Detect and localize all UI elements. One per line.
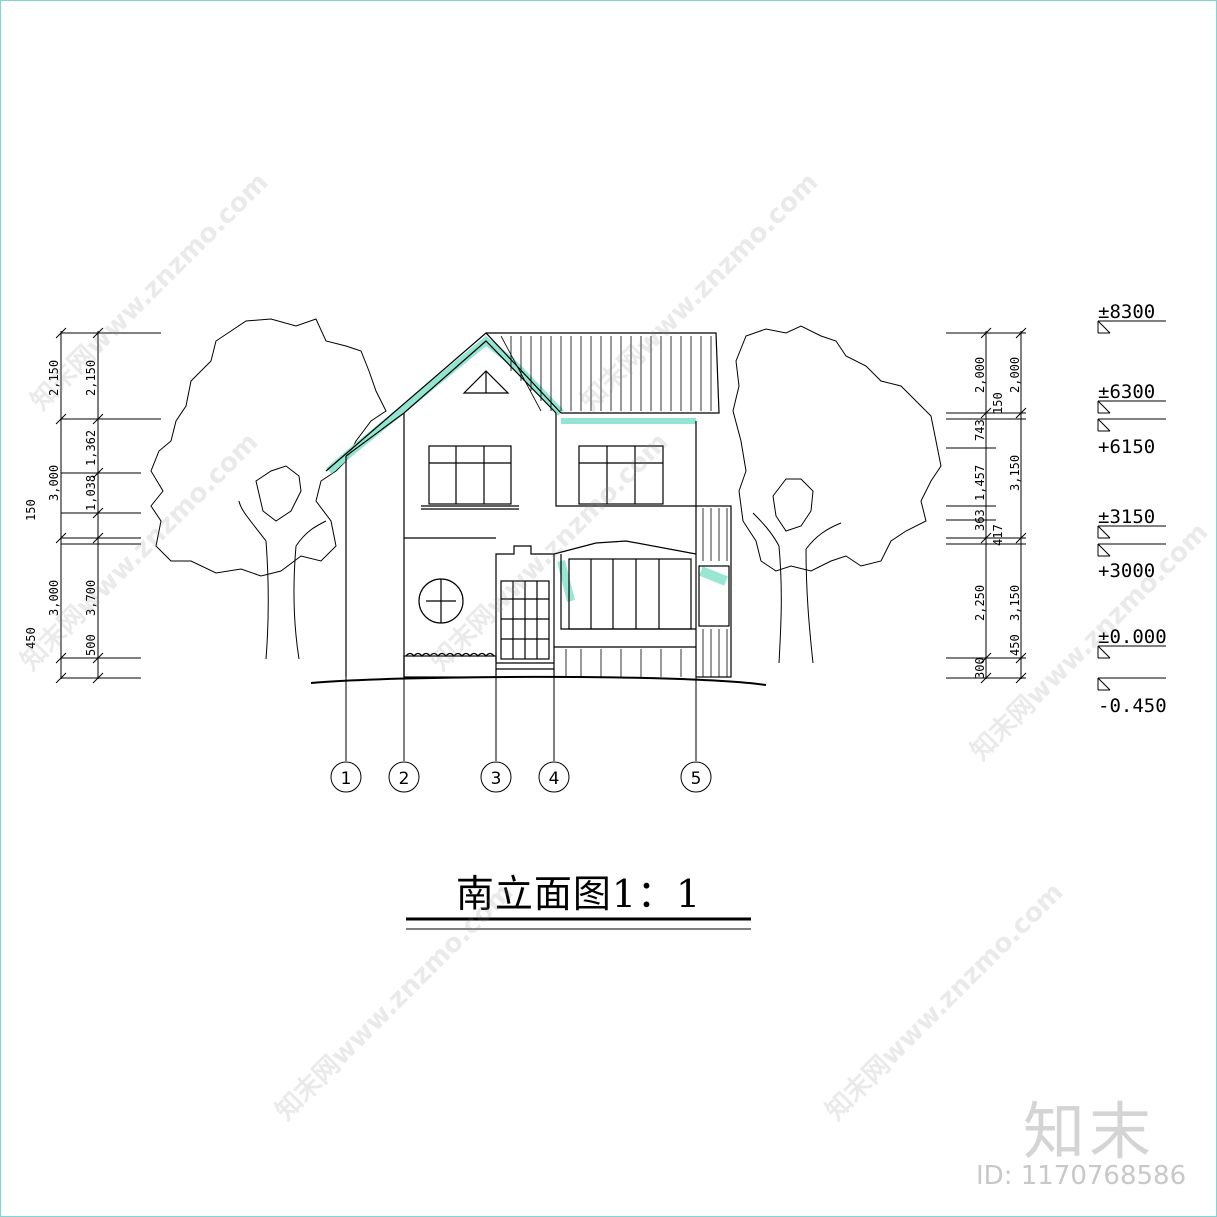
- right-dim-label: 2,000: [973, 357, 987, 393]
- drawing-title: 南立面图1：1: [455, 872, 702, 916]
- right-dim-label: 417: [991, 524, 1005, 546]
- right-dimension-chain: 2,000 2,000 150 743 3,150 1,457 363 417 …: [946, 327, 1027, 684]
- elevation-label: ±0.000: [1098, 626, 1167, 648]
- left-dim-label: 1,038: [84, 475, 98, 511]
- roof-hatching: [500, 335, 712, 412]
- elevation-label: ±6300: [1098, 381, 1155, 403]
- right-dim-label: 363: [973, 509, 987, 531]
- right-dim-label: 300: [973, 657, 987, 679]
- axis-bubble: [480, 761, 512, 793]
- elevation-label: -0.450: [1098, 695, 1167, 717]
- elevation-label: ±8300: [1098, 301, 1155, 323]
- image-id: ID: 1170768586: [976, 1161, 1187, 1191]
- axis-label: 3: [491, 769, 502, 789]
- right-dim-label: 2,000: [1008, 357, 1022, 393]
- axis-label: 5: [691, 769, 702, 789]
- left-dim-label: 2,150: [84, 360, 98, 396]
- axis-bubble: [680, 761, 712, 793]
- right-dim-label: 743: [973, 419, 987, 441]
- right-dim-label: 150: [991, 392, 1005, 414]
- title-underline: [406, 917, 751, 930]
- right-tree: [732, 325, 942, 664]
- left-dim-label: 3,700: [84, 580, 98, 616]
- right-dim-label: 2,250: [973, 585, 987, 621]
- axis-grid: 1 2 3 4 5: [330, 661, 712, 793]
- right-dim-label: 450: [1008, 634, 1022, 656]
- axis-bubble: [330, 761, 362, 793]
- left-dim-label: 3,000: [47, 580, 61, 616]
- house-elevation: [310, 332, 767, 686]
- left-dim-label: 500: [84, 634, 98, 656]
- axis-label: 4: [549, 769, 560, 789]
- axis-bubble: [538, 761, 570, 793]
- elevation-markers: ±8300 ±6300 +6150 ±3150 +3000 ±0.000 -0.…: [1097, 301, 1167, 717]
- base-hatching: [565, 649, 682, 677]
- right-dim-label: 3,150: [1008, 585, 1022, 621]
- right-dim-label: 1,457: [973, 465, 987, 501]
- left-dim-label: 450: [24, 627, 38, 649]
- elevation-label: +3000: [1098, 560, 1155, 582]
- left-dim-label: 3,000: [47, 465, 61, 501]
- left-dim-label: 1,362: [84, 430, 98, 466]
- left-tree: [150, 318, 387, 660]
- right-dim-label: 3,150: [1008, 455, 1022, 491]
- column-hatching: [702, 508, 728, 677]
- axis-label: 1: [341, 769, 352, 789]
- axis-label: 2: [399, 769, 410, 789]
- left-dimension-chain: 2,150 2,150 3,000 1,362 1,038 150 3,000 …: [24, 327, 161, 684]
- left-dim-label: 2,150: [47, 360, 61, 396]
- left-dim-label: 150: [24, 499, 38, 521]
- axis-bubble: [388, 761, 420, 793]
- watermark-logo: 知末: [1023, 1095, 1156, 1168]
- elevation-label: ±3150: [1098, 506, 1155, 528]
- elevation-label: +6150: [1098, 436, 1155, 458]
